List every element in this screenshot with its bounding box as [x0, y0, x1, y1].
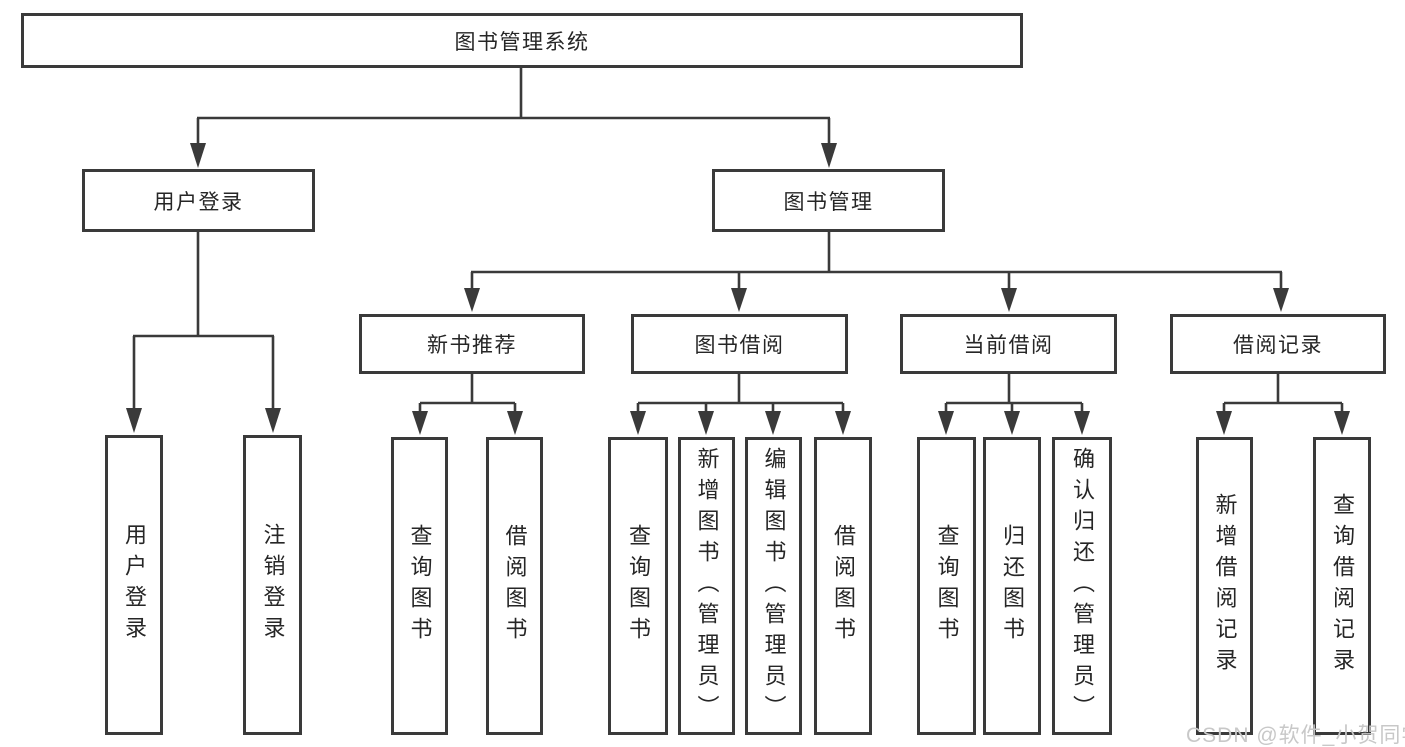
- node-label: 新增图书（管理员）: [694, 446, 720, 726]
- leaf-query-book-recommend: 查询图书: [391, 437, 448, 735]
- node-label: 当前借阅: [963, 334, 1054, 357]
- node-label: 查询图书: [934, 524, 960, 648]
- leaf-add-book-admin: 新增图书（管理员）: [678, 437, 735, 735]
- node-label: 新书推荐: [427, 334, 517, 357]
- arrow-head: [731, 288, 747, 312]
- leaf-edit-book-admin: 编辑图书（管理员）: [745, 437, 802, 735]
- node-label: 借阅图书: [831, 524, 856, 648]
- leaf-add-borrow-record: 新增借阅记录: [1196, 437, 1253, 735]
- node-current-borrow: 当前借阅: [900, 314, 1117, 374]
- leaf-borrow-book: 借阅图书: [814, 437, 872, 735]
- arrow-head: [412, 411, 428, 435]
- arrow-head: [765, 411, 781, 435]
- arrow-head: [507, 411, 523, 435]
- node-label: 查询图书: [407, 524, 433, 648]
- arrow-head: [1001, 288, 1017, 312]
- node-book-management: 图书管理: [712, 169, 945, 232]
- leaf-query-book-borrow: 查询图书: [608, 437, 668, 735]
- node-label: 新增借阅记录: [1212, 493, 1238, 679]
- arrow-head: [1074, 411, 1090, 435]
- node-label: 注销登录: [260, 523, 286, 647]
- leaf-logout: 注销登录: [243, 435, 302, 735]
- node-user-login: 用户登录: [82, 169, 315, 232]
- arrow-head: [698, 411, 714, 435]
- node-label: 借阅图书: [502, 524, 528, 648]
- leaf-return-book: 归还图书: [983, 437, 1041, 735]
- arrow-head: [464, 288, 480, 312]
- node-label: 查询借阅记录: [1330, 493, 1355, 679]
- node-library-system: 图书管理系统: [21, 13, 1023, 68]
- arrow-head: [1216, 411, 1232, 435]
- leaf-user-login: 用户登录: [105, 435, 163, 735]
- node-book-borrow: 图书借阅: [631, 314, 848, 374]
- node-label: 用户登录: [122, 523, 147, 647]
- node-borrow-record: 借阅记录: [1170, 314, 1386, 374]
- arrow-head: [630, 411, 646, 435]
- arrow-head: [190, 143, 206, 168]
- arrow-head: [938, 411, 954, 435]
- arrow-head: [1004, 411, 1020, 435]
- node-label: 编辑图书（管理员）: [761, 446, 787, 726]
- node-label: 确认归还（管理员）: [1070, 446, 1095, 726]
- leaf-confirm-return-admin: 确认归还（管理员）: [1052, 437, 1112, 735]
- arrow-head: [1273, 288, 1289, 312]
- node-label: 图书管理系统: [454, 30, 590, 54]
- arrow-head: [821, 143, 837, 168]
- arrow-head: [265, 408, 281, 433]
- connectors: [126, 68, 1350, 435]
- leaf-borrow-book-recommend: 借阅图书: [486, 437, 543, 735]
- node-new-book-recommend: 新书推荐: [359, 314, 585, 374]
- node-label: 归还图书: [1000, 524, 1025, 648]
- leaf-query-book-current: 查询图书: [917, 437, 976, 735]
- arrow-head: [835, 411, 851, 435]
- csdn-watermark: CSDN @软件_小贺同学: [1186, 724, 1405, 747]
- node-label: 图书管理: [783, 190, 874, 214]
- leaf-query-borrow-record: 查询借阅记录: [1313, 437, 1371, 735]
- arrow-head: [1334, 411, 1350, 435]
- node-label: 用户登录: [153, 190, 244, 214]
- node-label: 借阅记录: [1233, 334, 1323, 357]
- node-label: 查询图书: [626, 524, 651, 648]
- node-label: 图书借阅: [694, 334, 785, 357]
- arrow-head: [126, 408, 142, 433]
